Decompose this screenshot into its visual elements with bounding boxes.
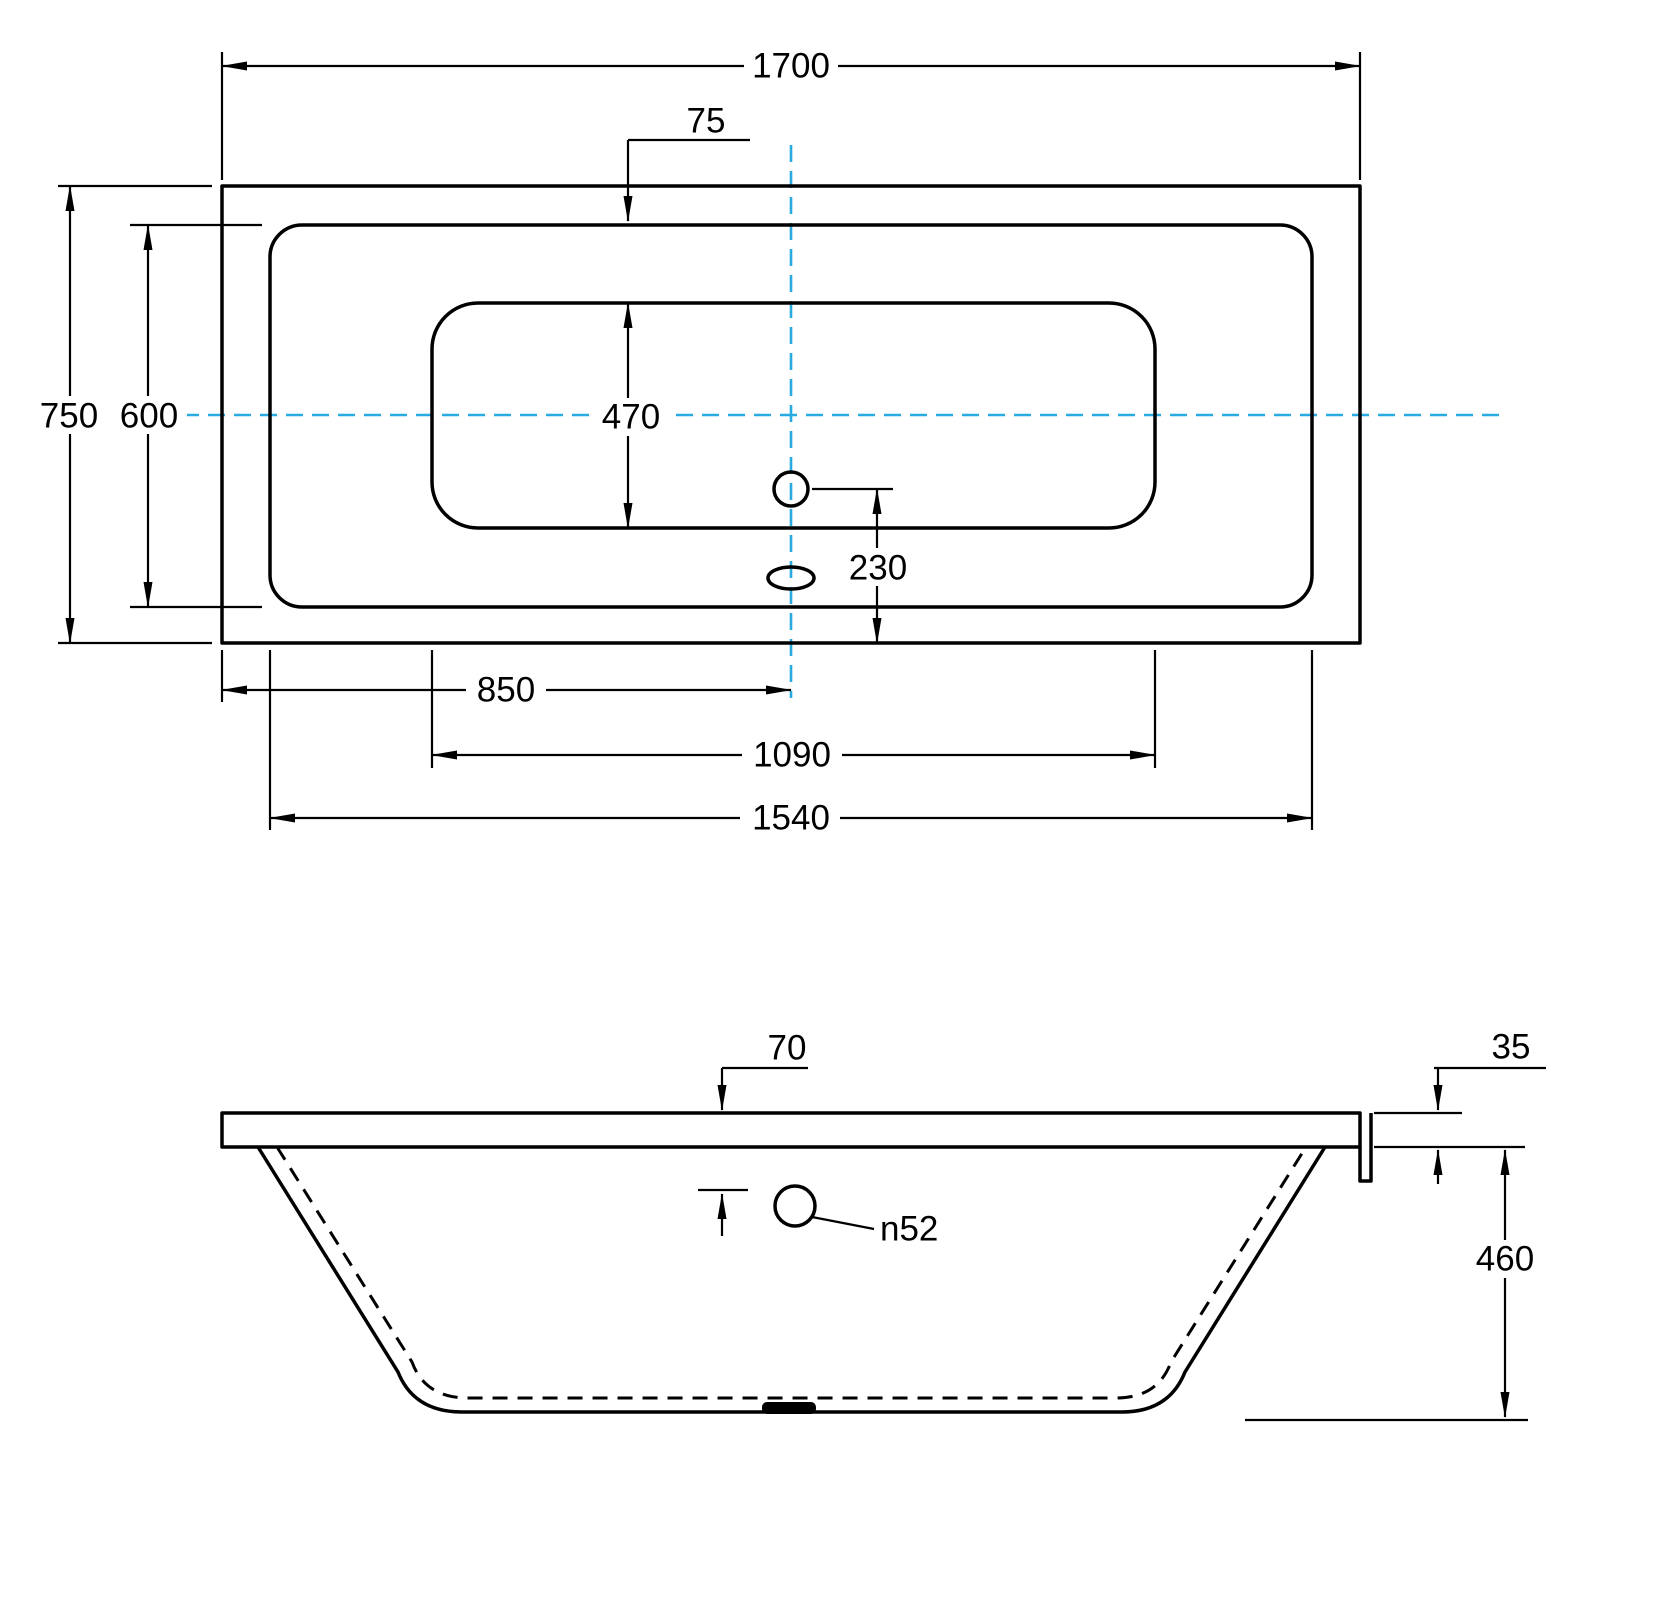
dim-35: 35 (1374, 1028, 1546, 1184)
dim-label-1090: 1090 (753, 736, 831, 775)
hole-position-arrow (698, 1188, 748, 1236)
dim-label-460: 460 (1476, 1240, 1534, 1279)
dim-label-75: 75 (687, 102, 726, 141)
tub-inner-profile-hidden (275, 1146, 1308, 1400)
overflow-hole (766, 565, 816, 591)
dim-label-1700: 1700 (752, 47, 830, 86)
top-view: 1700 75 750 600 470 (30, 47, 1505, 838)
basin-floor-outline (430, 301, 1157, 530)
overflow-hole-section (773, 1184, 817, 1228)
hole-diameter-callout: n52 (811, 1210, 938, 1249)
dim-label-230: 230 (849, 549, 907, 588)
dim-460: 460 (1245, 1149, 1548, 1422)
dim-label-n52: n52 (880, 1210, 938, 1249)
dim-1090: 1090 (430, 650, 1157, 775)
dim-1700: 1700 (220, 47, 1362, 180)
side-view: n52 70 35 460 (220, 1028, 1548, 1422)
drain-section (762, 1402, 816, 1414)
rim-right-lip (1358, 1113, 1373, 1183)
outer-rim-outline (220, 184, 1362, 645)
rim-section-outline (220, 1111, 1362, 1149)
dim-230: 230 (812, 487, 916, 644)
dim-850: 850 (220, 650, 792, 710)
dim-470: 470 (594, 302, 668, 529)
dim-600: 600 (111, 223, 262, 609)
dim-750: 750 (30, 184, 212, 645)
dim-label-750: 750 (40, 397, 98, 436)
dim-label-600: 600 (120, 397, 178, 436)
dim-label-1540: 1540 (752, 799, 830, 838)
dim-1540: 1540 (268, 650, 1314, 838)
drain-hole (772, 470, 810, 508)
dim-label-35: 35 (1492, 1028, 1531, 1067)
dim-label-70: 70 (768, 1029, 807, 1068)
dim-label-470: 470 (602, 398, 660, 437)
dim-75: 75 (623, 102, 750, 222)
dim-70: 70 (717, 1029, 808, 1111)
dim-label-850: 850 (477, 671, 535, 710)
inner-rim-outline (268, 223, 1314, 609)
